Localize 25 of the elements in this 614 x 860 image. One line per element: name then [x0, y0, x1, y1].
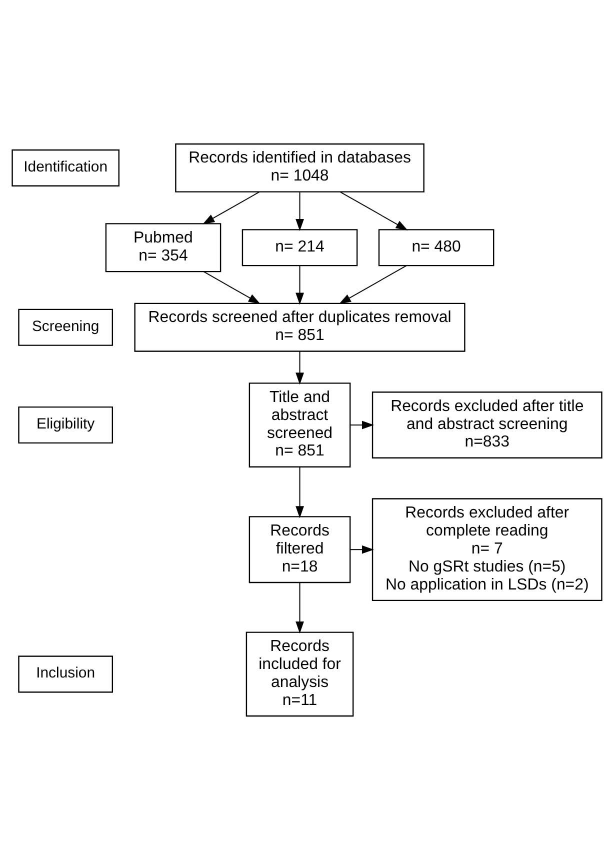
node-box: Pubmed n= 354	[105, 223, 222, 272]
node-box: Title and abstract screened n= 851	[248, 382, 351, 468]
arrow	[296, 582, 304, 634]
arrow	[350, 545, 374, 554]
node-box: n= 480	[378, 229, 494, 266]
arrow	[296, 192, 304, 231]
node-box: Records excluded after complete reading n= 7 No gSRt studies (n=5) No application in LSDs (n=2)	[372, 498, 602, 601]
node-box: n= 214	[242, 229, 358, 266]
node-box: Records identified in databases n= 1048	[175, 143, 424, 192]
node-box: Eligibility	[18, 406, 114, 444]
arrow	[296, 265, 304, 305]
arrow	[338, 265, 407, 304]
arrow	[340, 192, 408, 230]
node-box: Inclusion	[18, 656, 114, 693]
arrow	[296, 466, 304, 518]
node-box: Records excluded after title and abstract screening n=833	[372, 392, 602, 458]
node-box: Screening	[18, 308, 114, 346]
arrow	[296, 351, 304, 385]
node-box: Identification	[12, 149, 120, 186]
arrow	[203, 271, 260, 304]
node-box: Records filtered n=18	[248, 516, 351, 584]
node-box: Records included for analysis n=11	[246, 632, 354, 717]
arrow	[350, 420, 374, 430]
node-box: Records screened after duplicates removal n= 851	[134, 302, 466, 352]
arrow	[202, 192, 260, 224]
